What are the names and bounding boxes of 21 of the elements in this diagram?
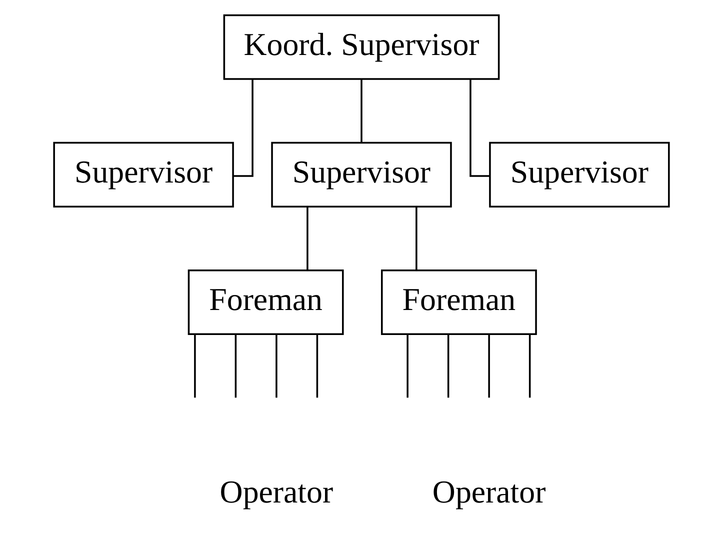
connector <box>470 80 490 177</box>
connector <box>316 334 318 398</box>
label: Operator <box>432 474 546 510</box>
connector <box>416 206 418 270</box>
node-box: Supervisor <box>271 142 452 208</box>
label: Operator <box>220 474 334 510</box>
connector <box>447 334 450 398</box>
connector <box>488 334 490 398</box>
connector <box>306 206 308 270</box>
connector <box>528 334 531 398</box>
connector <box>233 80 254 177</box>
connector <box>360 79 362 142</box>
node-box: Koord. Supervisor <box>223 14 500 80</box>
node-box: Supervisor <box>489 142 670 208</box>
connector <box>234 334 237 398</box>
connector <box>406 334 408 398</box>
node-box: Foreman <box>188 269 344 336</box>
node-box: Foreman <box>381 269 537 336</box>
node-box: Supervisor <box>53 142 234 208</box>
connector <box>276 334 278 398</box>
connector <box>194 334 196 398</box>
